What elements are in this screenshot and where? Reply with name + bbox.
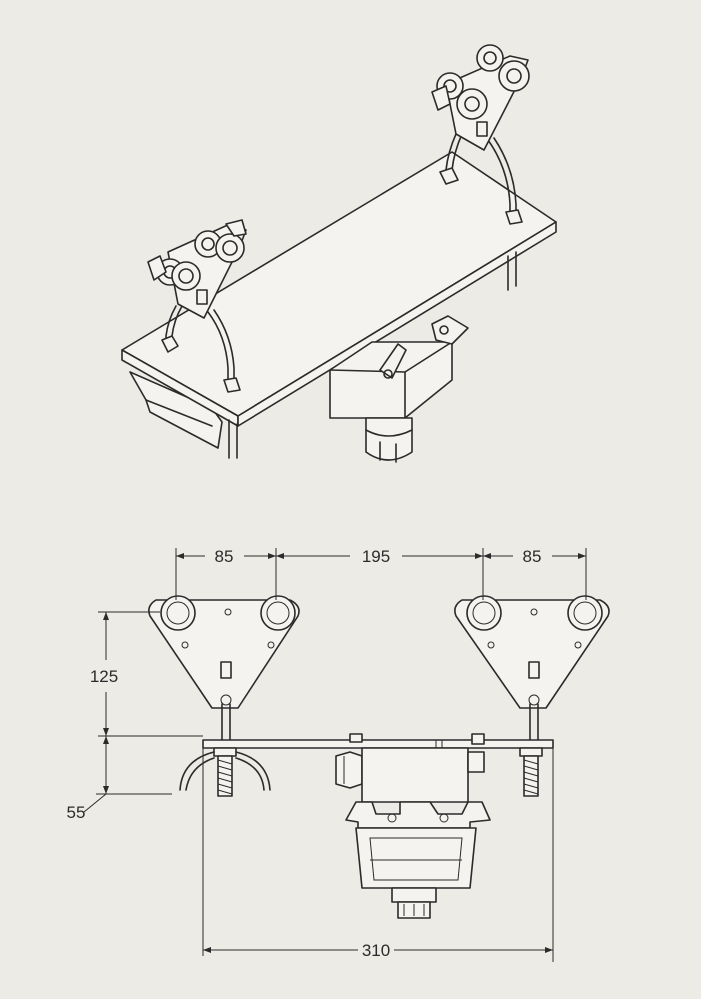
dimension-lines <box>83 548 587 962</box>
isometric-view <box>121 44 557 463</box>
dim-label-195: 195 <box>362 547 390 566</box>
iso-mounting-plate <box>121 151 557 427</box>
dim-label-125: 125 <box>90 667 118 686</box>
front-trolley-left <box>148 595 300 709</box>
dim-label-85-right: 85 <box>523 547 542 566</box>
dim-label-85-left: 85 <box>215 547 234 566</box>
iso-trolley-left <box>147 219 247 393</box>
front-cable-guide <box>179 751 271 791</box>
front-view: 85 195 85 125 55 310 <box>67 547 610 962</box>
front-mounting-plate <box>202 739 554 749</box>
dim-label-55: 55 <box>67 803 86 822</box>
iso-connector-housing <box>329 315 469 463</box>
dim-label-310: 310 <box>362 941 390 960</box>
front-threaded-rods <box>213 747 543 797</box>
dimension-labels: 85 195 85 125 55 310 <box>67 547 542 960</box>
iso-rods <box>228 251 517 459</box>
front-trolley-right <box>454 595 610 709</box>
iso-trolley-right <box>431 44 530 225</box>
front-connector-housing <box>335 733 491 919</box>
